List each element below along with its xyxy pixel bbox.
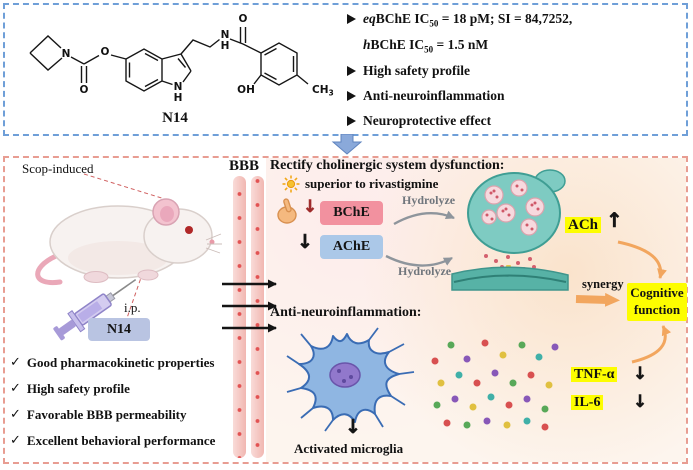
synergy-arrow-icon [575,292,620,307]
microglia-branches [286,327,415,432]
bullet-triangle-icon [347,66,356,76]
mouse-nose [209,239,215,245]
up-arrow-icon: ↑ [606,208,623,232]
superior-note: superior to rivastigmine [305,176,439,191]
pointing-hand-icon [277,198,297,224]
bbb-label: BBB [229,158,260,174]
scop-dashed-connector [83,173,169,319]
check-item: ✓High safety profile [10,380,130,396]
mouse-whiskers [205,233,222,254]
mouse-tail [35,253,63,286]
left-checklist: ✓Good pharmacokinetic properties ✓High s… [10,355,215,450]
postsynaptic-inner-band [453,274,567,283]
down-arrow-icon: ↓ [297,231,314,253]
down-arrow-icon: ↓ [345,416,362,438]
anti-neuroinflammation-heading: Anti-neuroinflammation: [270,305,422,320]
check-icon: ✓ [10,406,21,422]
scop-induced-label: Scop-induced [22,161,94,176]
mouse-hind-paw [83,271,109,283]
bullet-antiinflammation-text: Anti-neuroinflammation [363,88,505,103]
ip-label: i.p. [124,300,141,315]
svg-text:CH3: CH3 [312,84,334,98]
activated-microglia-caption: Activated microglia [294,441,404,456]
il6-label: IL-6 [571,394,604,412]
svg-text:H: H [174,92,183,104]
bbb-barrier [233,176,246,458]
microglia-nucleus [329,362,361,388]
down-arrow-icon: ↓ [633,392,648,412]
mouse-inner-ear [160,206,174,222]
bullet-potency-text: eqBChE IC50 = 18 pM; SI = 84,7252, [363,11,573,29]
n14-dose-box: N14 [88,318,150,341]
cognitive-function-box: Cognitive function [627,283,687,321]
compound-name: N14 [162,110,188,126]
synapse-illustration [451,169,569,291]
bullet-potency-line2: hBChE IC50 = 1.5 nM [363,36,488,56]
bullet-safety-text: High safety profile [363,63,470,78]
hydrolyze-top-arrow-icon [393,210,455,226]
check-item: ✓Favorable BBB permeability [10,406,187,422]
nucleus-spots [337,369,353,383]
structure-atom-labels: N O O N H N H O OH CH3 [62,13,334,104]
bbb-barrier [251,176,264,458]
vesicles [481,179,545,236]
vesicle-dots [485,184,540,231]
down-arrow-icon: ↓ [633,364,648,384]
microglia-illustration [286,327,415,432]
bullet-neuroprotective-text: Neuroprotective effect [363,113,492,128]
ach-label: ACh [565,216,602,235]
svg-text:N: N [221,29,230,41]
mouse-illustration [35,198,222,286]
hydrolyze-bottom-label: Hydrolyze [398,264,452,278]
ach-to-cognitive-arrow-icon [617,240,667,279]
check-icon: ✓ [10,355,21,370]
svg-text:N: N [62,48,71,60]
tnf-to-cognitive-arrow-icon [631,325,672,364]
mouse-eye [185,226,193,234]
check-icon: ✓ [10,380,21,396]
bullet-triangle-icon [347,14,356,24]
structure-bonds [29,27,309,92]
ache-box: AChE [320,235,383,259]
svg-text:O: O [239,13,248,25]
bullet-triangle-icon [347,116,356,126]
svg-text:H: H [221,40,230,52]
check-item: ✓Good pharmacokinetic properties [10,355,215,370]
bullet-triangle-icon [347,91,356,101]
bullet-safety: High safety profile [347,62,470,80]
blue-down-arrow-icon [331,134,363,155]
syringe-illustration [53,278,137,341]
check-icon: ✓ [10,432,21,448]
bullet-neuroprotective: Neuroprotective effect [347,112,491,130]
bullet-potency: eqBChE IC50 = 18 pM; SI = 84,7252, [347,10,572,30]
check-item: ✓Excellent behavioral performance [10,432,216,448]
n14-structure: N O O N H N H O OH CH3 [29,13,334,104]
down-arrow-icon: ↓ [303,197,318,217]
mouse-belly [68,241,168,275]
cytokine-dots-illustration [431,339,559,431]
bche-box: BChE [320,201,383,225]
cytokine-dots [431,339,559,431]
svg-text:N: N [174,81,183,93]
hydrolyze-bottom-arrow-icon [385,254,453,267]
svg-text:OH: OH [237,84,255,96]
top-panel-box [3,3,688,136]
bbb-crossing-arrow-icon [222,279,277,333]
synergy-label: synergy [582,277,624,291]
svg-text:O: O [80,84,89,96]
sun-icon [282,175,300,193]
hydrolyze-top-label: Hydrolyze [402,193,456,207]
mouse-front-paw [137,269,159,281]
postsynaptic-membrane [451,266,569,291]
bullet-potency-text2: hBChE IC50 = 1.5 nM [363,37,489,55]
rectify-heading: Rectify cholinergic system dysfunction: [270,158,505,173]
bullet-antiinflammation: Anti-neuroinflammation [347,87,505,105]
tnf-label: TNF-α [571,366,618,384]
svg-text:O: O [101,46,110,58]
